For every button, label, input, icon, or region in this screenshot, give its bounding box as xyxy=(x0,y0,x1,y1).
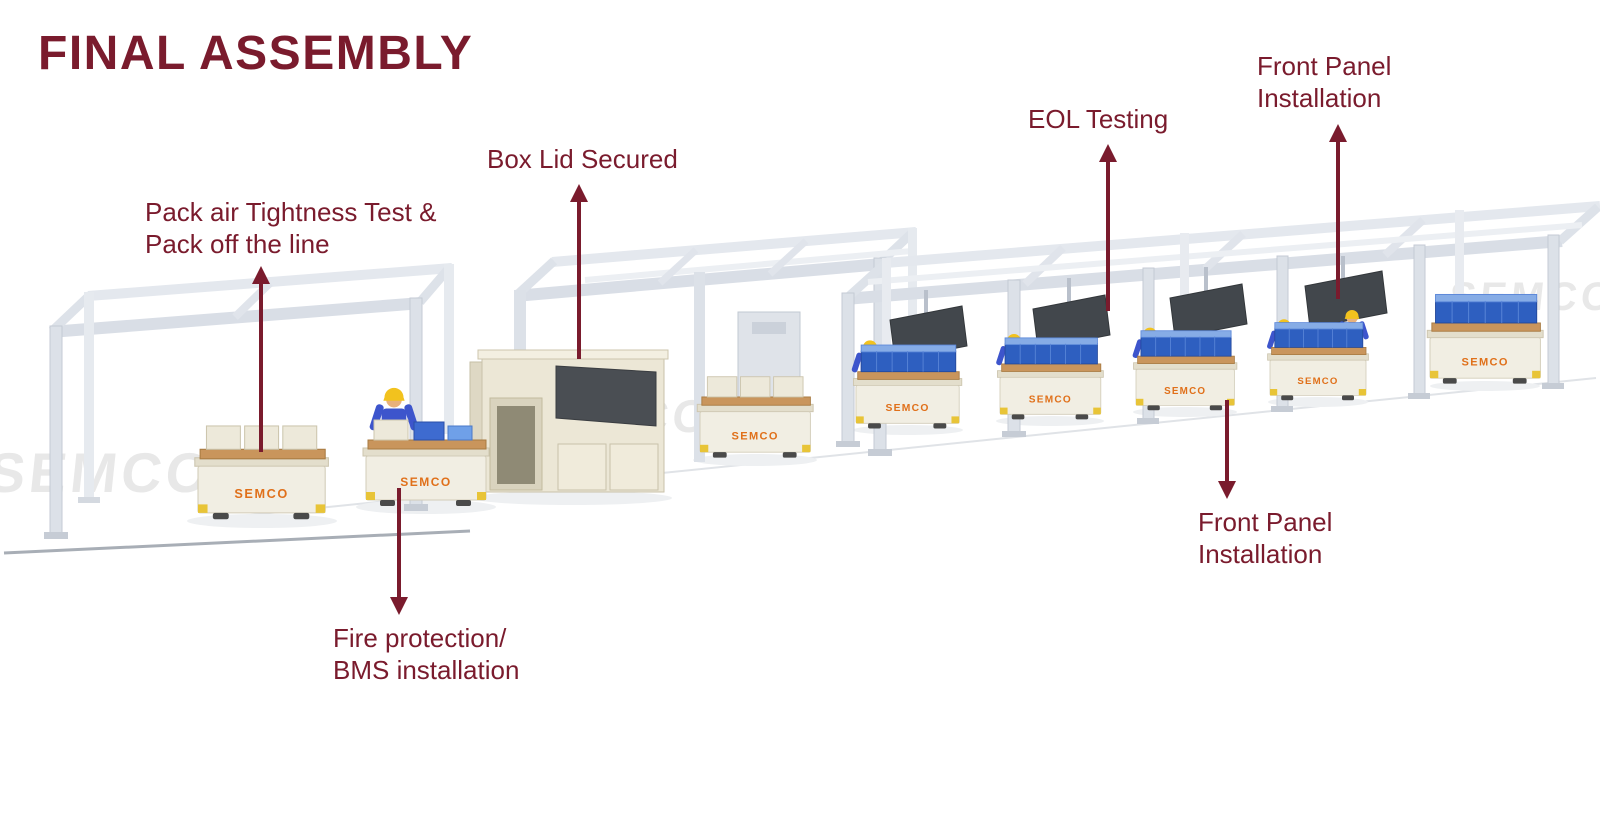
front-panel-mid-arrow-down-icon xyxy=(1225,400,1229,482)
box-lid-machine xyxy=(469,349,669,493)
box-lid-arrow-up-icon xyxy=(577,201,581,359)
label-eol-testing: EOL Testing xyxy=(1028,103,1168,135)
label-line: Pack air Tightness Test & xyxy=(145,197,437,227)
cart-brand-label: SEMCO xyxy=(234,486,289,501)
cart-brand-label: SEMCO xyxy=(732,430,779,442)
label-line: Fire protection/ xyxy=(333,623,507,653)
cart-brand-label: SEMCO xyxy=(885,403,929,414)
label-line: Installation xyxy=(1198,539,1323,569)
fire-protection-arrow-down-icon xyxy=(397,488,401,598)
label-pack-air-tightness: Pack air Tightness Test & Pack off the l… xyxy=(145,196,436,260)
label-line: Installation xyxy=(1257,83,1382,113)
front-panel-top-arrow-up-icon xyxy=(1336,141,1340,299)
cart-brand-label: SEMCO xyxy=(1297,376,1338,387)
agv-cart: SEMCO xyxy=(1267,322,1369,401)
page-title: FINAL ASSEMBLY xyxy=(38,27,474,80)
gantry-frame-left xyxy=(44,263,454,539)
agv-cart: SEMCO xyxy=(1426,293,1544,385)
label-box-lid-secured: Box Lid Secured xyxy=(487,143,678,175)
label-fire-protection: Fire protection/ BMS installation xyxy=(333,622,519,686)
label-line: Front Panel xyxy=(1257,51,1392,81)
agv-cart: SEMCO xyxy=(362,419,490,507)
label-line: Box Lid Secured xyxy=(487,144,678,174)
agv-cart: SEMCO xyxy=(997,337,1104,420)
label-front-panel-mid: Front Panel Installation xyxy=(1198,506,1332,570)
watermark-left: SEMCO xyxy=(0,441,217,504)
agv-cart: SEMCO xyxy=(194,425,329,520)
agv-cart: SEMCO xyxy=(1133,330,1238,411)
label-line: Pack off the line xyxy=(145,229,330,259)
cart-brand-label: SEMCO xyxy=(1029,395,1072,406)
pack-air-arrow-up-icon xyxy=(259,283,263,452)
label-line: BMS installation xyxy=(333,655,520,685)
cart-brand-label: SEMCO xyxy=(1462,356,1509,368)
cart-brand-label: SEMCO xyxy=(1164,386,1206,397)
label-line: Front Panel xyxy=(1198,507,1333,537)
agv-cart: SEMCO xyxy=(852,344,963,429)
label-line: EOL Testing xyxy=(1028,104,1169,134)
label-front-panel-top: Front Panel Installation xyxy=(1257,50,1391,114)
agv-cart: SEMCO xyxy=(696,376,814,459)
eol-arrow-up-icon xyxy=(1106,161,1110,311)
cart-brand-label: SEMCO xyxy=(400,475,452,489)
